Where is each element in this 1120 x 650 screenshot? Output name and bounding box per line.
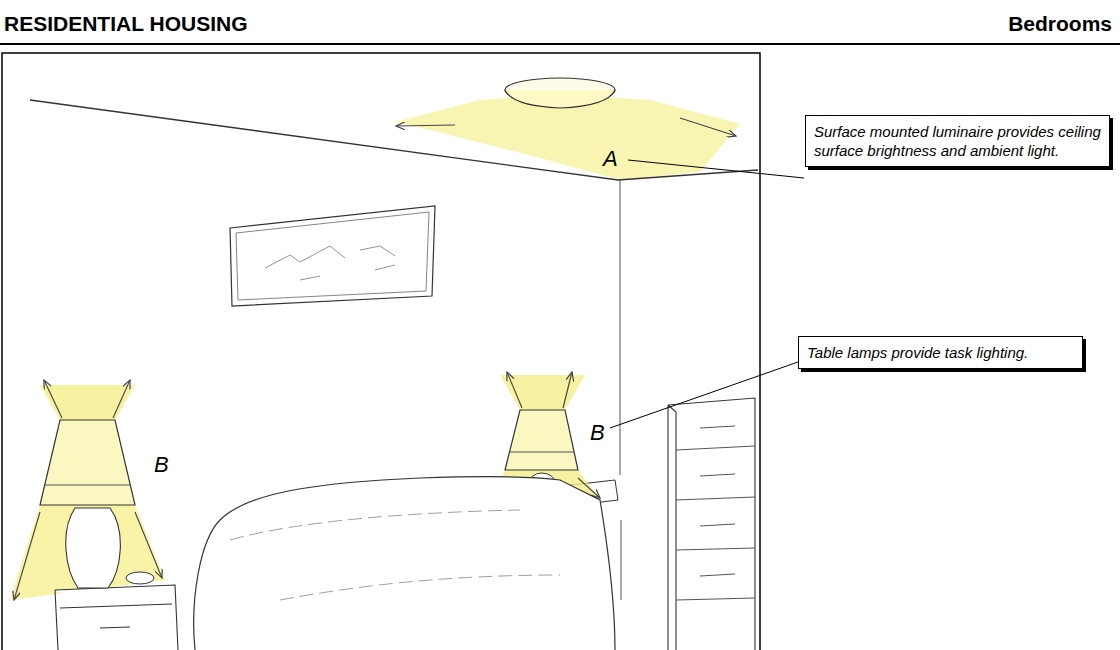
callout-letter: B (590, 420, 605, 446)
picture-sketch (265, 246, 395, 280)
callout-box: Table lamps provide task lighting. (798, 336, 1083, 369)
lamp-glow (10, 505, 165, 600)
light-arrow (135, 512, 162, 578)
lamp-shade (505, 410, 578, 470)
callout-box: Surface mounted luminaire provides ceili… (805, 115, 1110, 167)
wall-corner (620, 180, 621, 600)
section-name: Bedrooms (1008, 12, 1112, 36)
lamp-base (66, 508, 121, 588)
dresser (668, 398, 755, 650)
bedside-dish (126, 572, 154, 584)
leader-line (610, 362, 798, 428)
light-arrow (563, 372, 572, 408)
callout-letter: B (154, 452, 169, 478)
light-arrow (680, 118, 736, 136)
leader-line (628, 160, 804, 178)
illustration-frame (2, 53, 760, 650)
lamp-glow (500, 375, 585, 410)
lamp-shade (40, 420, 135, 505)
light-arrow (507, 372, 522, 408)
page-title: RESIDENTIAL HOUSING (4, 12, 247, 36)
light-arrow (396, 125, 455, 126)
wall-picture (230, 206, 435, 306)
bed-cover (230, 510, 560, 600)
callout-text: Surface mounted luminaire provides ceili… (814, 122, 1101, 160)
callout-text: Table lamps provide task lighting. (807, 343, 1074, 362)
light-arrow (14, 512, 40, 600)
dresser-drawers (676, 426, 755, 600)
light-arrow (44, 380, 62, 418)
wall-picture (236, 212, 429, 300)
lamp-shade (45, 485, 130, 486)
light-arrow (113, 380, 130, 418)
lamp-shade (509, 452, 574, 453)
callout-letter: A (603, 146, 618, 172)
header-rule (0, 43, 1120, 45)
bed (194, 477, 615, 650)
ceiling-line (30, 100, 758, 180)
luminaire-bowl (505, 90, 615, 108)
nightstand (55, 585, 178, 650)
